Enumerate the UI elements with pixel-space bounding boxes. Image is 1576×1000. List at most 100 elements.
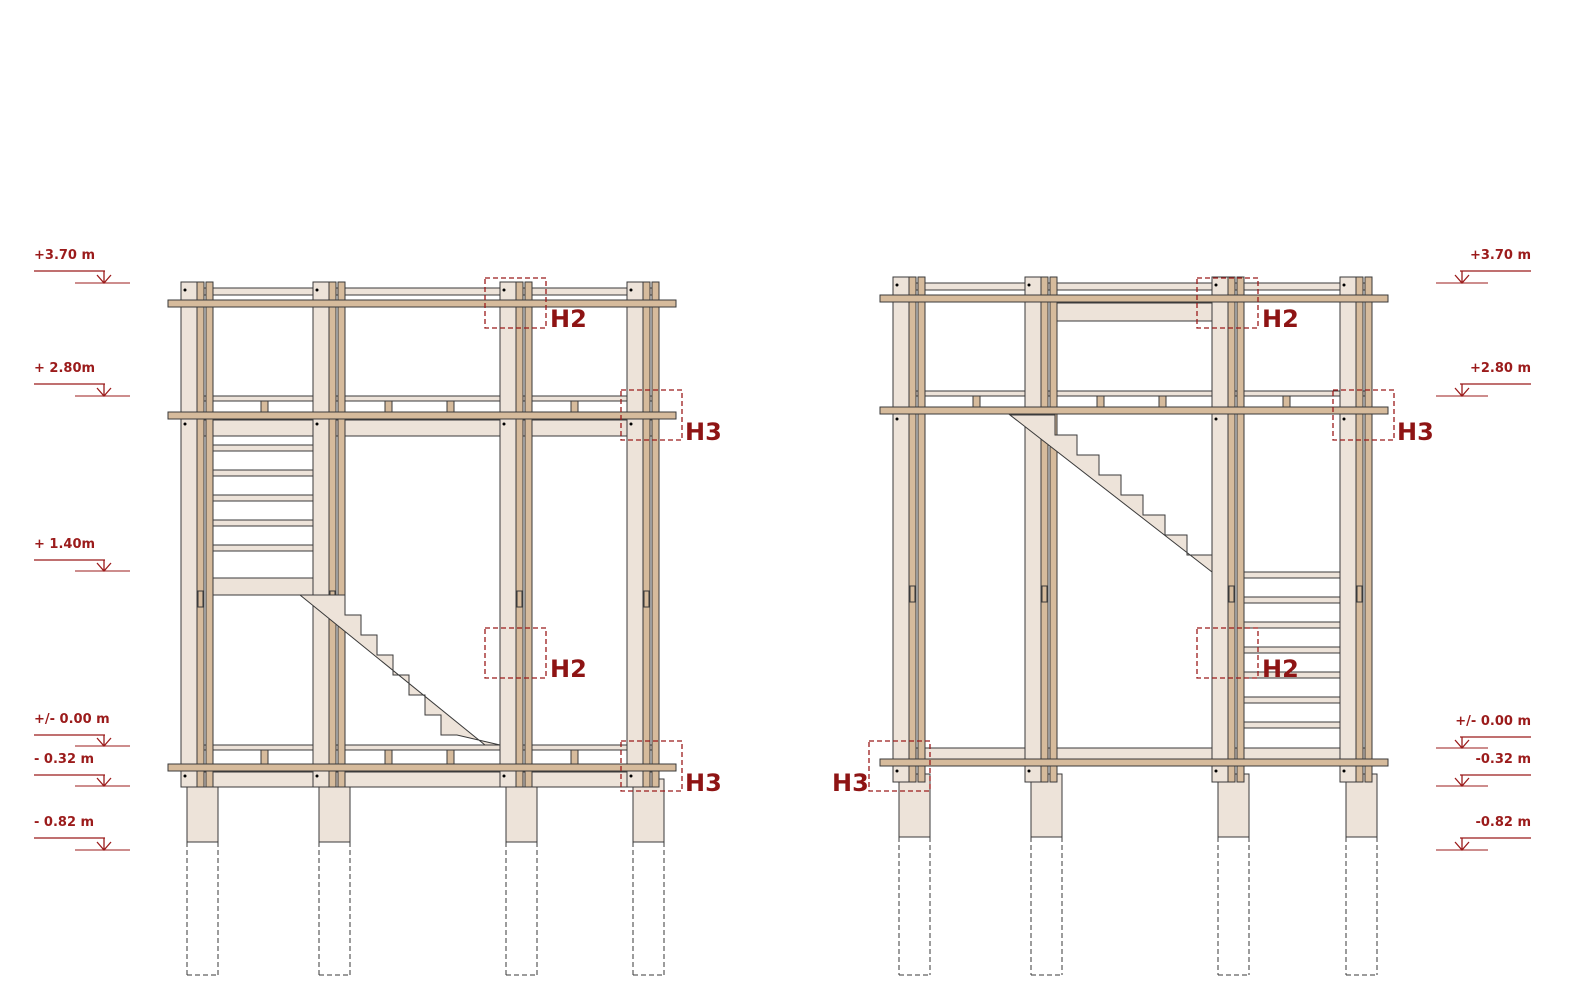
baluster (260, 749, 269, 765)
connector-block (1228, 585, 1235, 603)
post-member (196, 281, 205, 788)
post-member (1364, 276, 1373, 783)
post-member (337, 281, 346, 788)
post-member (908, 276, 917, 783)
level-label: +3.70 m (1470, 248, 1531, 263)
bolt-dot (1214, 283, 1218, 287)
level-label: +/- 0.00 m (1455, 714, 1531, 729)
baluster (1282, 395, 1291, 408)
bolt-dot (1342, 417, 1346, 421)
top-rail (195, 287, 653, 296)
level-label: -0.32 m (1475, 752, 1531, 767)
detail-label: H3 (685, 769, 722, 797)
detail-callout-box (1332, 389, 1395, 441)
post (499, 281, 517, 788)
connector-block (1041, 585, 1048, 603)
level-label: + 2.80m (34, 361, 95, 376)
level-label: +2.80 m (1470, 361, 1531, 376)
stair-tread (1243, 721, 1341, 729)
stair-tread (1243, 571, 1341, 579)
detail-callout-box (484, 277, 547, 329)
stair-tread (212, 444, 314, 452)
stair-tread (1243, 671, 1341, 679)
stair-tread (1243, 596, 1341, 604)
baluster (446, 400, 455, 413)
detail-label: H2 (550, 305, 587, 333)
bolt-dot (502, 288, 506, 292)
bolt-dot (502, 422, 506, 426)
top-beam (167, 299, 677, 308)
bolt-dot (1342, 283, 1346, 287)
stair-tread (212, 519, 314, 527)
bolt-dot (502, 774, 506, 778)
level-label: +3.70 m (34, 248, 95, 263)
detail-label: H2 (550, 655, 587, 683)
connector-block (516, 590, 523, 608)
post (1339, 276, 1357, 783)
post-member (1040, 276, 1049, 783)
ground-beam-main (167, 763, 677, 772)
bolt-dot (629, 422, 633, 426)
footing (1030, 773, 1063, 838)
bolt-dot (1027, 283, 1031, 287)
guard-rail (195, 395, 653, 402)
baluster (384, 749, 393, 765)
post-member (651, 281, 660, 788)
detail-label: H2 (1262, 305, 1299, 333)
post-member (1355, 276, 1364, 783)
level-label: +/- 0.00 m (34, 712, 110, 727)
connector-block (197, 590, 204, 608)
bolt-dot (629, 774, 633, 778)
baluster (446, 749, 455, 765)
top-beam (879, 294, 1389, 303)
bolt-dot (1342, 769, 1346, 773)
level-label: - 0.32 m (34, 752, 94, 767)
post-member (1049, 276, 1058, 783)
footing (318, 778, 351, 843)
detail-callout-box (868, 740, 931, 792)
bolt-dot (1214, 769, 1218, 773)
connector-block (1356, 585, 1363, 603)
top-rail (907, 282, 1366, 291)
post-member (205, 281, 214, 788)
top-infill-beam (1056, 302, 1215, 322)
detail-callout-box (484, 627, 547, 679)
ground-beam (195, 771, 653, 788)
baluster (260, 400, 269, 413)
baluster (570, 749, 579, 765)
level-label: + 1.40m (34, 537, 95, 552)
baluster (570, 400, 579, 413)
ground-beam-main (879, 758, 1389, 767)
footing (1217, 773, 1250, 838)
detail-label: H3 (832, 769, 869, 797)
deck-beam (195, 419, 653, 437)
bolt-dot (895, 769, 899, 773)
stair-landing (212, 577, 314, 596)
post (892, 276, 910, 783)
post (312, 281, 330, 788)
baluster (384, 400, 393, 413)
post (1024, 276, 1042, 783)
guard-rail (195, 744, 653, 751)
baluster (972, 395, 981, 408)
post-member (642, 281, 651, 788)
bolt-dot (895, 283, 899, 287)
guard-rail (907, 390, 1366, 397)
post (626, 281, 644, 788)
connector-block (909, 585, 916, 603)
stair-tread (1243, 646, 1341, 654)
bolt-dot (1027, 769, 1031, 773)
stair-tread (1243, 621, 1341, 629)
footing (186, 778, 219, 843)
footing (505, 778, 538, 843)
bolt-dot (895, 417, 899, 421)
post-member (524, 281, 533, 788)
detail-callout-box (1196, 277, 1259, 329)
deck-beam-main (879, 406, 1389, 415)
detail-callout-box (620, 389, 683, 441)
post-member (917, 276, 926, 783)
footing (1345, 773, 1378, 838)
bolt-dot (183, 774, 187, 778)
baluster (1158, 395, 1167, 408)
bolt-dot (629, 288, 633, 292)
